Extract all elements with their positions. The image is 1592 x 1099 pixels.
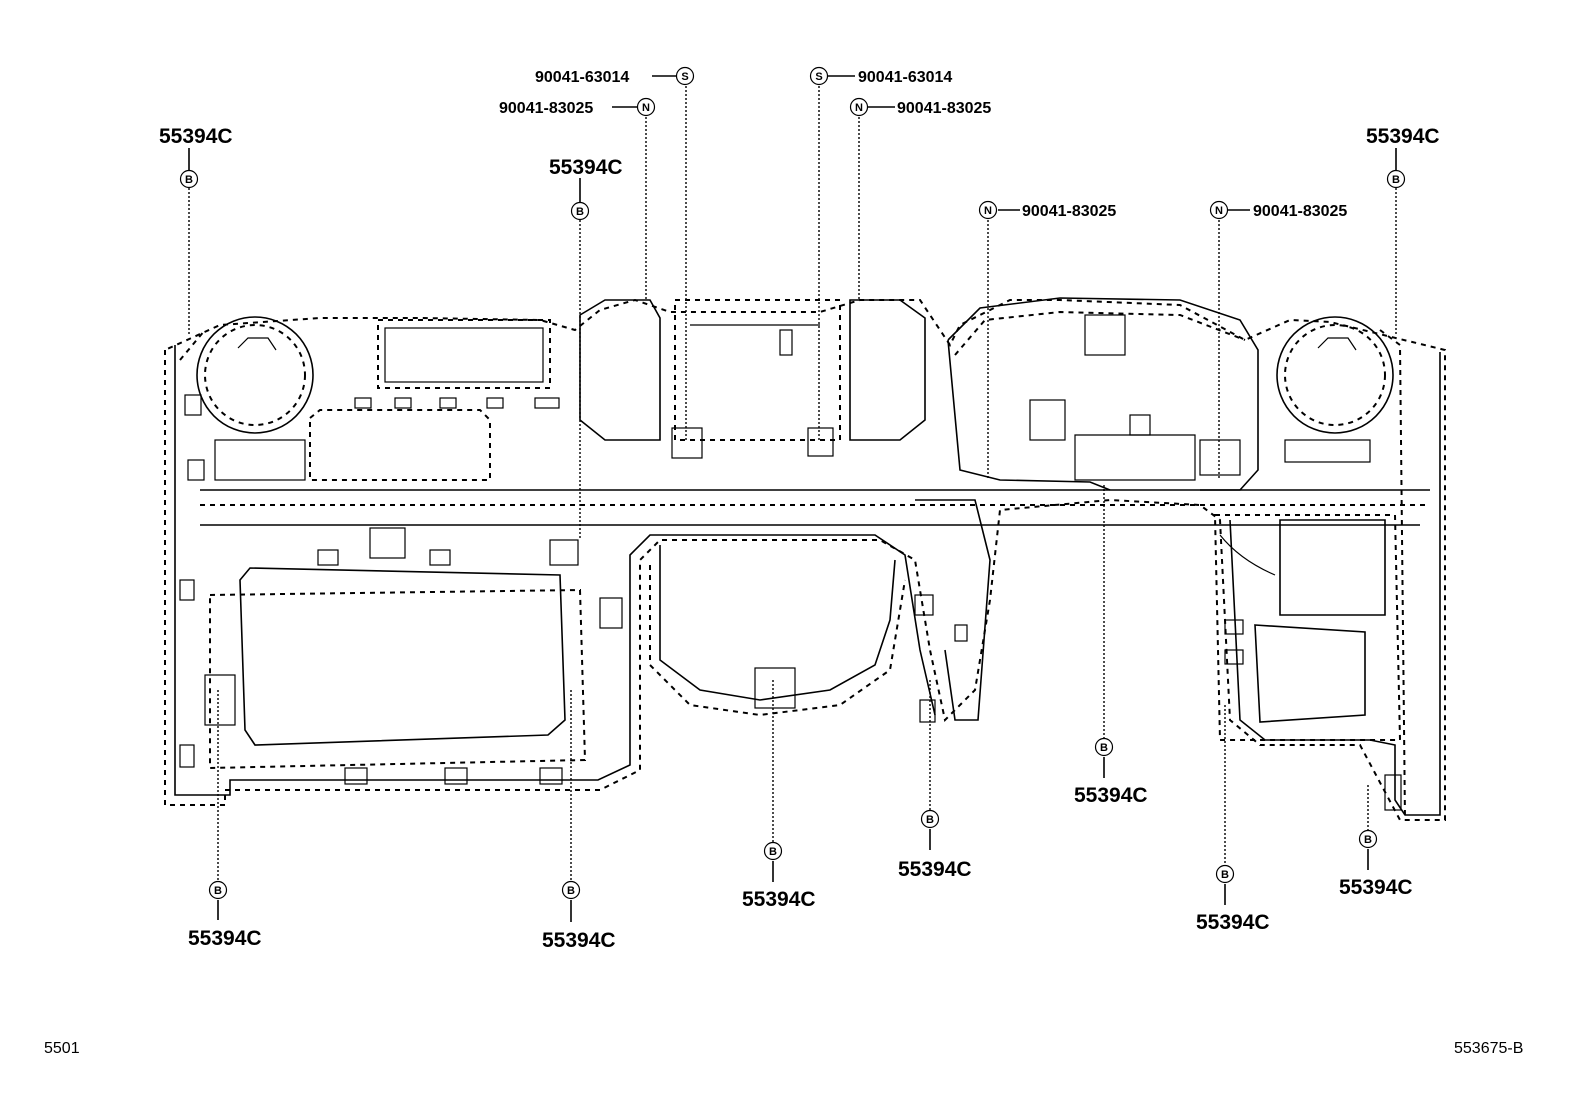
badge-b-bottom-1: B xyxy=(208,880,228,900)
label-clip-mid-right-2: 90041-83025 xyxy=(1253,203,1347,220)
badge-n-mid-right-1: N xyxy=(978,200,998,220)
label-part-top-left: 55394C xyxy=(159,125,233,148)
label-part-top-second: 55394C xyxy=(549,156,623,179)
svg-text:N: N xyxy=(1215,205,1223,217)
svg-text:N: N xyxy=(855,102,863,114)
label-part-bottom-2: 55394C xyxy=(542,929,616,952)
label-clip-mid-right-1: 90041-83025 xyxy=(1022,203,1116,220)
svg-text:B: B xyxy=(1392,174,1400,186)
badge-s-top-left: S xyxy=(675,66,695,86)
svg-text:B: B xyxy=(1364,834,1372,846)
badge-b-bottom-3: B xyxy=(763,841,783,861)
label-clip-top-right: 90041-83025 xyxy=(897,100,991,117)
badge-n-top-right: N xyxy=(849,97,869,117)
label-part-bottom-7: 55394C xyxy=(1339,876,1413,899)
footer-right-code: 553675-B xyxy=(1454,1040,1523,1057)
label-part-bottom-4: 55394C xyxy=(898,858,972,881)
badge-s-top-right: S xyxy=(809,66,829,86)
svg-text:B: B xyxy=(769,846,777,858)
svg-text:B: B xyxy=(926,814,934,826)
badge-b-bottom-7: B xyxy=(1358,829,1378,849)
badge-b-bottom-5: B xyxy=(1094,737,1114,757)
svg-text:B: B xyxy=(1100,742,1108,754)
callout-badges: B B S N S N N N B B B B B B B B xyxy=(179,66,1406,900)
leader-lines xyxy=(188,75,1397,922)
label-bolt-top-right: 90041-63014 xyxy=(858,69,952,86)
svg-text:B: B xyxy=(576,206,584,218)
instrument-panel-reinforcement-drawing xyxy=(164,297,1446,821)
svg-text:N: N xyxy=(642,102,650,114)
label-part-bottom-6: 55394C xyxy=(1196,911,1270,934)
svg-text:B: B xyxy=(1221,869,1229,881)
badge-b-top-left: B xyxy=(179,169,199,189)
label-part-bottom-5: 55394C xyxy=(1074,784,1148,807)
badge-b-top-right: B xyxy=(1386,169,1406,189)
badge-b-bottom-2: B xyxy=(561,880,581,900)
svg-text:S: S xyxy=(815,71,822,83)
label-part-top-right: 55394C xyxy=(1366,125,1440,148)
svg-text:B: B xyxy=(214,885,222,897)
label-part-bottom-3: 55394C xyxy=(742,888,816,911)
svg-text:N: N xyxy=(984,205,992,217)
badge-b-bottom-6: B xyxy=(1215,864,1235,884)
svg-text:B: B xyxy=(185,174,193,186)
svg-text:S: S xyxy=(681,71,688,83)
badge-b-bottom-4: B xyxy=(920,809,940,829)
label-clip-top-left: 90041-83025 xyxy=(499,100,593,117)
badge-n-top-left: N xyxy=(636,97,656,117)
svg-text:B: B xyxy=(567,885,575,897)
label-part-bottom-1: 55394C xyxy=(188,927,262,950)
part-labels: 90041-63014 90041-83025 90041-63014 9004… xyxy=(159,69,1440,952)
footer-left-code: 5501 xyxy=(44,1040,80,1057)
label-bolt-top-left: 90041-63014 xyxy=(535,69,629,86)
badge-n-mid-right-2: N xyxy=(1209,200,1229,220)
badge-b-top-second: B xyxy=(570,201,590,221)
